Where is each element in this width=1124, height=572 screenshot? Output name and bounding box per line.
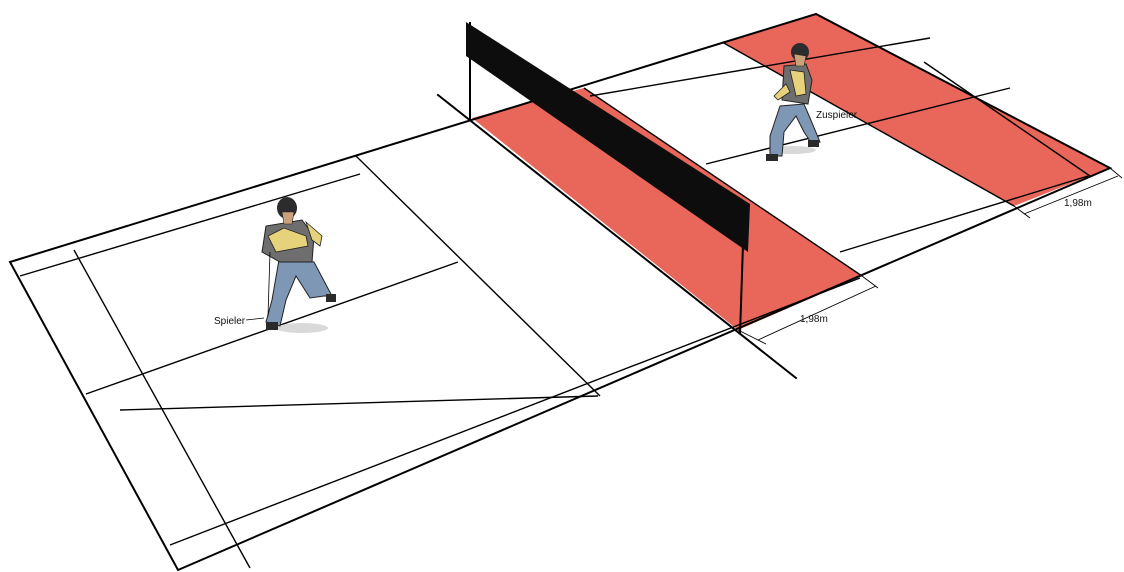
dimension-far: 1,98m <box>1013 167 1123 219</box>
short-service-line-near <box>355 155 601 397</box>
side-line-inner-left <box>19 173 361 277</box>
side-line-inner-far <box>589 37 931 97</box>
player-figure: Spieler <box>214 197 336 333</box>
back-zone-far <box>722 14 1110 206</box>
long-service-line-far <box>923 61 1091 177</box>
dimension-far-label: 1,98m <box>1064 198 1092 209</box>
player-label: Spieler <box>214 316 246 327</box>
setter-label: Zuspieler <box>816 110 858 121</box>
setter-figure: Zuspieler <box>766 43 858 161</box>
net <box>466 22 750 252</box>
dimension-near: 1,98m <box>737 275 879 345</box>
dimension-near-label: 1,98m <box>800 314 828 325</box>
short-serve-zone-near <box>472 88 862 330</box>
net-floor-line <box>436 93 798 380</box>
singles-left-line <box>119 395 599 411</box>
side-line-inner-right <box>169 277 861 546</box>
short-service-line-far <box>583 87 863 277</box>
far-zone-rear-line <box>721 41 1015 207</box>
back-boundary-far-inner <box>839 175 1089 253</box>
center-line-far <box>705 87 1011 165</box>
